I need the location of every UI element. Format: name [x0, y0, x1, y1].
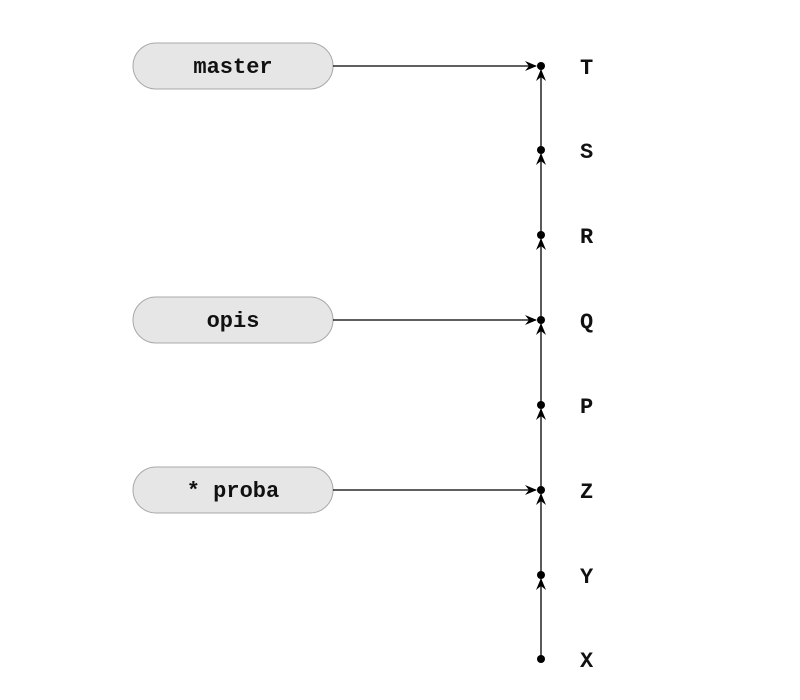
commit-label: Z — [580, 480, 593, 505]
commit-dot — [537, 146, 545, 154]
commit-dot — [537, 231, 545, 239]
branch-label: master — [193, 55, 272, 80]
commit-y: Y — [537, 565, 594, 590]
commit-label: X — [580, 649, 594, 674]
commit-dot — [537, 486, 545, 494]
branch-label: opis — [207, 309, 260, 334]
commit-dot — [537, 316, 545, 324]
commit-dot — [537, 655, 545, 663]
commit-label: T — [580, 56, 593, 81]
commit-dot — [537, 571, 545, 579]
commit-x: X — [537, 649, 594, 674]
commit-dot — [537, 62, 545, 70]
commit-label: Q — [580, 310, 593, 335]
branch-opis: opis — [132, 296, 537, 344]
commit-t: T — [537, 56, 593, 81]
branch-proba: * proba — [132, 466, 537, 514]
commit-dot — [537, 401, 545, 409]
commit-r: R — [537, 225, 594, 250]
branch-master: master — [132, 42, 537, 90]
branch-label: * proba — [187, 479, 279, 504]
commit-label: P — [580, 395, 593, 420]
commit-s: S — [537, 140, 593, 165]
commit-q: Q — [537, 310, 593, 335]
commit-z: Z — [537, 480, 593, 505]
commit-label: S — [580, 140, 593, 165]
commit-label: R — [580, 225, 594, 250]
commit-label: Y — [580, 565, 594, 590]
commit-p: P — [537, 395, 593, 420]
